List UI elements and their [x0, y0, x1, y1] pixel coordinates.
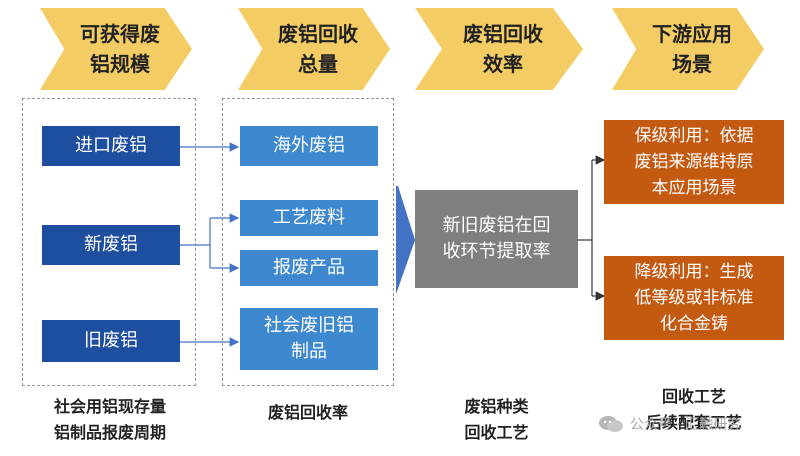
box-preserve-grade: 保级利用：依据 废铝来源维持原 本应用场景: [604, 120, 784, 204]
group-frame-sources: [22, 98, 196, 386]
footer-recycled: 废铝回收率: [267, 403, 348, 422]
box-social-scrap: 社会废旧铝 制品: [240, 308, 378, 370]
box-downgrade: 降级利用：生成 低等级或非标准 化合金铸: [604, 256, 784, 340]
header-chevron-total: 废铝回收 总量: [238, 8, 390, 90]
header-total-label: 废铝回收 总量: [278, 22, 358, 76]
watermark: 公众号 · 汇融研究: [598, 414, 741, 434]
group-frame-recycled: [222, 98, 394, 386]
box-old-scrap: 旧废铝: [42, 320, 180, 362]
header-efficiency-label: 废铝回收 效率: [463, 22, 543, 76]
box-overseas-scrap: 海外废铝: [240, 126, 378, 166]
header-scale-label: 可获得废 铝规模: [80, 22, 160, 76]
box-extraction-rate: 新旧废铝在回 收环节提取率: [415, 190, 578, 288]
box-import-scrap: 进口废铝: [42, 126, 180, 166]
header-chevron-efficiency: 废铝回收 效率: [415, 8, 583, 90]
footer-sources: 社会用铝现存量 铝制品报废周期: [53, 397, 166, 442]
watermark-text: 公众号 · 汇融研究: [630, 417, 742, 433]
header-chevron-scale: 可获得废 铝规模: [40, 8, 192, 90]
box-scrapped-products: 报废产品: [240, 250, 378, 286]
header-chevron-downstream: 下游应用 场景: [612, 8, 764, 90]
header-downstream-label: 下游应用 场景: [652, 22, 732, 76]
box-new-scrap: 新废铝: [42, 225, 180, 265]
footer-applications: 回收工艺 后续配套工艺: [645, 387, 742, 432]
wechat-icon: [599, 416, 623, 432]
box-process-waste: 工艺废料: [240, 200, 378, 236]
footer-efficiency: 废铝种类 回收工艺: [464, 397, 529, 442]
